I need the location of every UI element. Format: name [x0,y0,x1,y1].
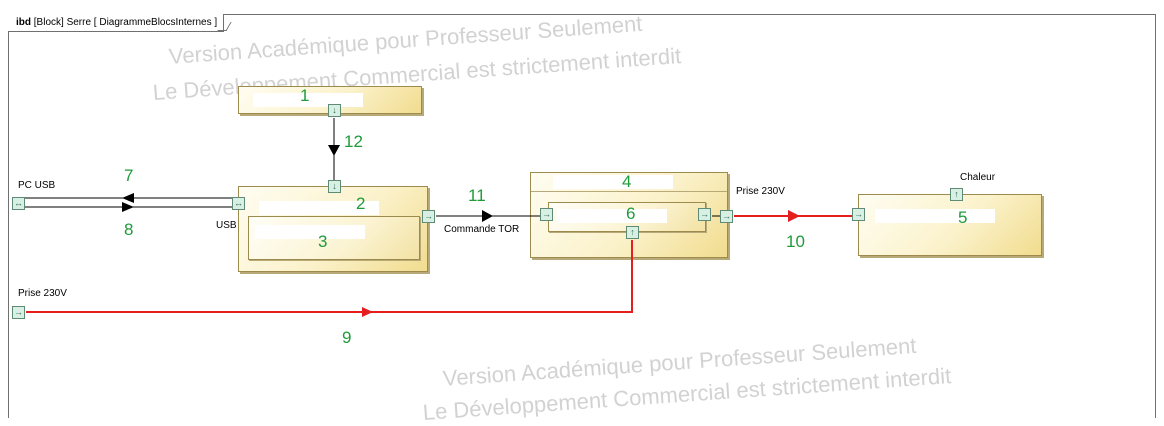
label-prise-right: Prise 230V [736,186,785,197]
label-pc-usb: PC USB [18,180,56,191]
port-block2-out[interactable]: → [422,210,435,223]
block-5[interactable] [858,194,1042,256]
port-block6-in[interactable]: → [540,208,553,221]
annotation-3: 3 [318,232,328,251]
port-pc-usb[interactable]: ↔ [12,197,25,210]
port-block2-in[interactable]: ↓ [328,180,341,193]
arrowhead-10 [788,210,800,222]
diagram-kind: ibd [16,17,31,28]
arrowhead-7 [122,193,134,203]
annotation-6: 6 [626,204,636,223]
diagram-path: [Block] Serre [ DiagrammeBlocsInternes ] [33,17,218,28]
port-block1-out[interactable]: ↓ [328,104,341,117]
block-3[interactable] [248,216,420,260]
label-commande-tor: Commande TOR [444,224,520,235]
annotation-8: 8 [124,220,134,239]
block-1[interactable] [238,86,422,114]
label-chaleur: Chaleur [960,172,996,183]
port-block4-out[interactable]: → [720,210,733,223]
annotation-2: 2 [356,194,366,213]
label-usb: USB [216,220,237,231]
port-block5-in[interactable]: → [852,208,865,221]
arrowhead-11 [482,210,493,222]
annotation-10: 10 [786,232,805,251]
annotation-4: 4 [622,172,632,191]
annotation-5: 5 [958,208,968,227]
port-block2-usb[interactable]: ↔ [232,197,245,210]
annotation-9: 9 [342,328,352,347]
annotation-12: 12 [344,132,363,151]
diagram-frame [8,14,1156,418]
connector-9 [26,240,633,313]
annotation-1: 1 [300,86,310,105]
arrowhead-12 [328,145,340,156]
arrowhead-9 [362,307,373,317]
arrowhead-8 [122,202,134,212]
port-block6-power[interactable]: ↑ [626,226,639,239]
port-chaleur[interactable]: ↑ [950,188,963,201]
port-prise-left[interactable]: → [12,306,25,319]
port-block6-out[interactable]: → [698,208,711,221]
annotation-7: 7 [124,166,134,185]
diagram-header-tab: ibd [Block] Serre [ DiagrammeBlocsIntern… [8,14,225,32]
annotation-11: 11 [468,186,486,205]
label-prise-left: Prise 230V [18,288,67,299]
